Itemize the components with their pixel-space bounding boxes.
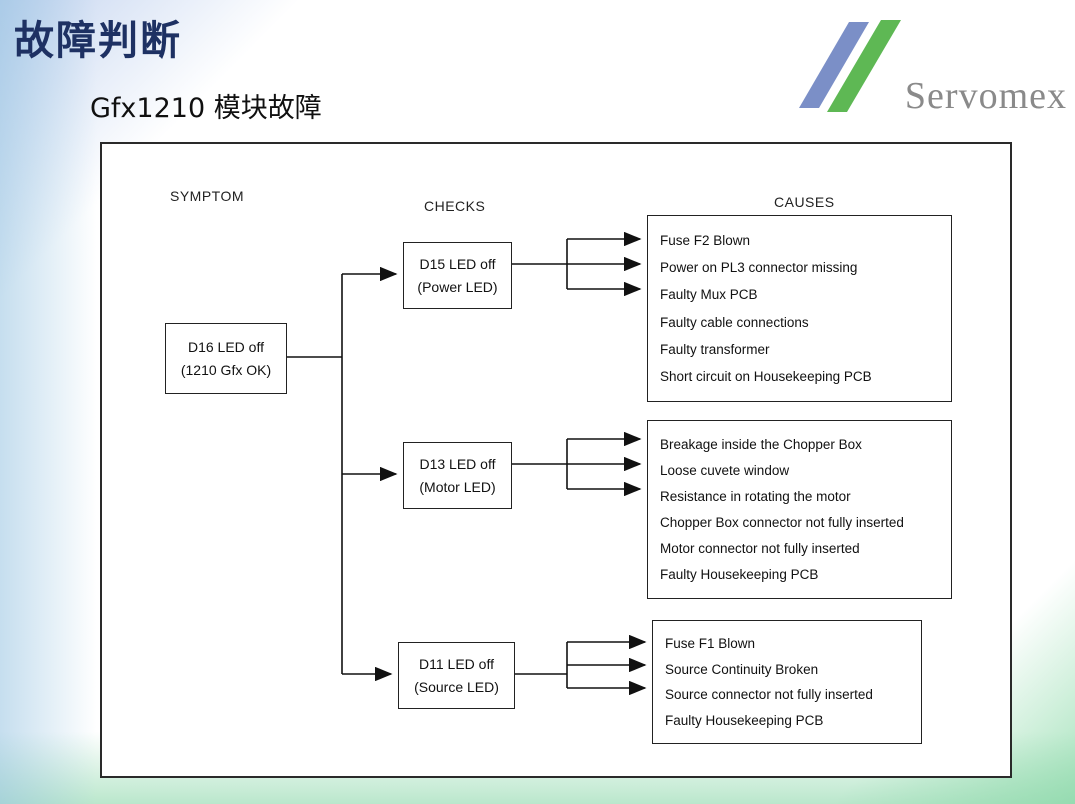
- column-header-symptom: SYMPTOM: [170, 188, 245, 204]
- check-box-d11: D11 LED off (Source LED): [398, 642, 515, 709]
- causes-line: Power on PL3 connector missing: [660, 260, 858, 276]
- causes-box-motor: Breakage inside the Chopper Box Loose cu…: [647, 420, 952, 599]
- causes-line: Faulty transformer: [660, 341, 770, 357]
- causes-line: Source connector not fully inserted: [665, 687, 873, 703]
- causes-line: Fuse F1 Blown: [665, 636, 756, 652]
- causes-line: Source Continuity Broken: [665, 661, 819, 677]
- causes-line: Fuse F2 Blown: [660, 233, 751, 249]
- check-d13-line1: D13 LED off: [419, 456, 496, 472]
- causes-box-source: Fuse F1 Blown Source Continuity Broken S…: [652, 620, 922, 744]
- check-d11-line1: D11 LED off: [419, 656, 494, 672]
- logo-text: Servomex: [904, 75, 1067, 117]
- causes-line: Faulty Housekeeping PCB: [665, 712, 824, 728]
- servomex-logo: Servomex: [783, 6, 1069, 120]
- diagram-frame: SYMPTOM CHECKS CAUSES D16 LED off (1210 …: [100, 142, 1012, 778]
- causes-line: Short circuit on Housekeeping PCB: [660, 368, 872, 384]
- causes-line: Faulty Housekeeping PCB: [660, 567, 819, 582]
- causes-line: Loose cuvete window: [660, 463, 790, 478]
- causes-line: Breakage inside the Chopper Box: [660, 437, 862, 452]
- column-header-checks: CHECKS: [424, 198, 486, 214]
- causes-line: Faulty cable connections: [660, 314, 809, 330]
- check-d15-line2: (Power LED): [417, 279, 498, 295]
- causes-line: Resistance in rotating the motor: [660, 489, 851, 504]
- causes-line: Motor connector not fully inserted: [660, 541, 860, 556]
- symptom-box-d16: D16 LED off (1210 Gfx OK): [165, 323, 287, 394]
- check-d13-line2: (Motor LED): [419, 479, 496, 495]
- causes-line: Chopper Box connector not fully inserted: [660, 515, 904, 530]
- symptom-line2: (1210 Gfx OK): [180, 362, 272, 378]
- check-d11-line2: (Source LED): [414, 679, 499, 695]
- page-title: 故障判断: [14, 18, 182, 64]
- page-subtitle: Gfx1210 模块故障: [90, 93, 322, 124]
- check-d15-line1: D15 LED off: [419, 256, 496, 272]
- check-box-d13: D13 LED off (Motor LED): [403, 442, 512, 509]
- causes-box-power: Fuse F2 Blown Power on PL3 connector mis…: [647, 215, 952, 402]
- symptom-line1: D16 LED off: [187, 339, 264, 355]
- check-box-d15: D15 LED off (Power LED): [403, 242, 512, 309]
- causes-line: Faulty Mux PCB: [660, 287, 758, 303]
- logo-stripes-icon: [799, 20, 901, 112]
- column-header-causes: CAUSES: [774, 194, 835, 210]
